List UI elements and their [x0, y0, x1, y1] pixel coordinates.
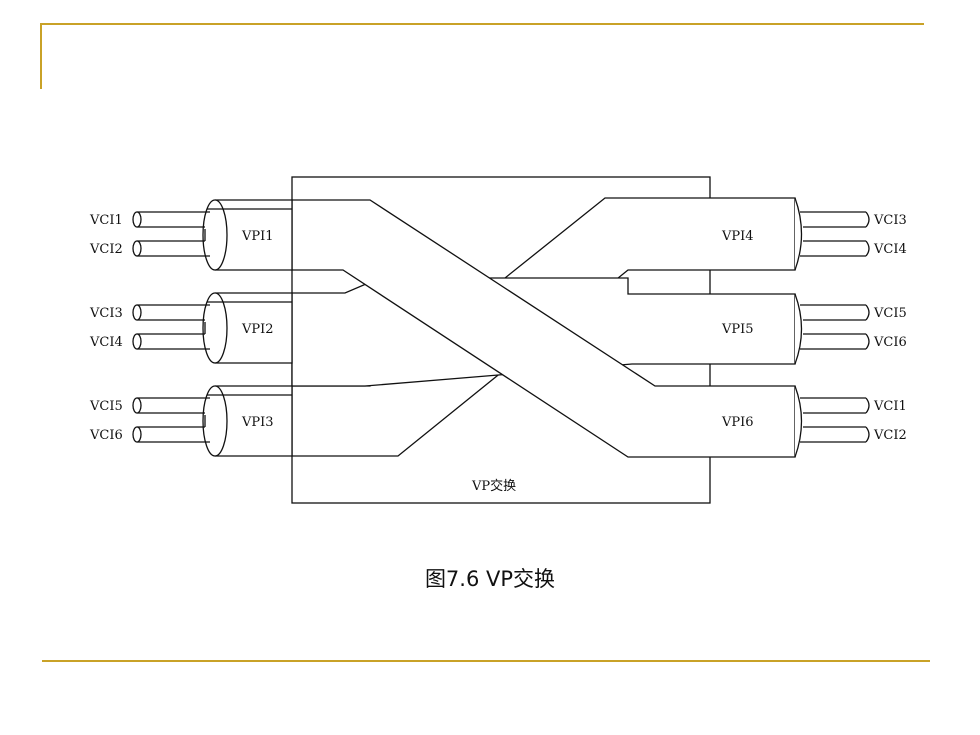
- left-tube-2: [202, 292, 293, 364]
- left-vci-label: VCI6: [89, 428, 123, 443]
- switch-label: VP交换: [471, 478, 516, 494]
- right-tube-1: [794, 197, 803, 271]
- right-vpi-label: VPI4: [721, 229, 754, 244]
- right-vci-wires: [800, 211, 870, 443]
- bottom-accent-rule: [42, 660, 930, 662]
- left-tube-1: [202, 199, 293, 271]
- right-vci-label: VCI6: [873, 335, 907, 350]
- right-vpi-label: VPI5: [721, 322, 754, 337]
- right-vpi-label: VPI6: [721, 415, 754, 430]
- left-vpi-label: VPI1: [241, 229, 274, 244]
- right-vci-label: VCI2: [873, 428, 907, 443]
- right-vci-label: VCI5: [873, 306, 907, 321]
- left-vci-label: VCI2: [89, 242, 123, 257]
- right-vci-label: VCI3: [873, 213, 907, 228]
- left-accent-rule: [40, 23, 42, 89]
- left-vci-label: VCI1: [89, 213, 123, 228]
- right-tube-3: [794, 385, 803, 458]
- right-tube-2: [794, 293, 803, 365]
- top-accent-rule: [40, 23, 924, 25]
- left-vci-label: VCI5: [89, 399, 123, 414]
- right-vci-label: VCI4: [873, 242, 907, 257]
- figure-caption: 图7.6 VP交换: [424, 567, 556, 591]
- left-vpi-label: VPI3: [241, 415, 274, 430]
- left-vpi-label: VPI2: [241, 322, 274, 337]
- left-vci-wires: [132, 211, 210, 443]
- right-vci-label: VCI1: [873, 399, 907, 414]
- left-vci-label: VCI4: [89, 335, 123, 350]
- left-vci-label: VCI3: [89, 306, 123, 321]
- left-tube-3: [202, 385, 293, 457]
